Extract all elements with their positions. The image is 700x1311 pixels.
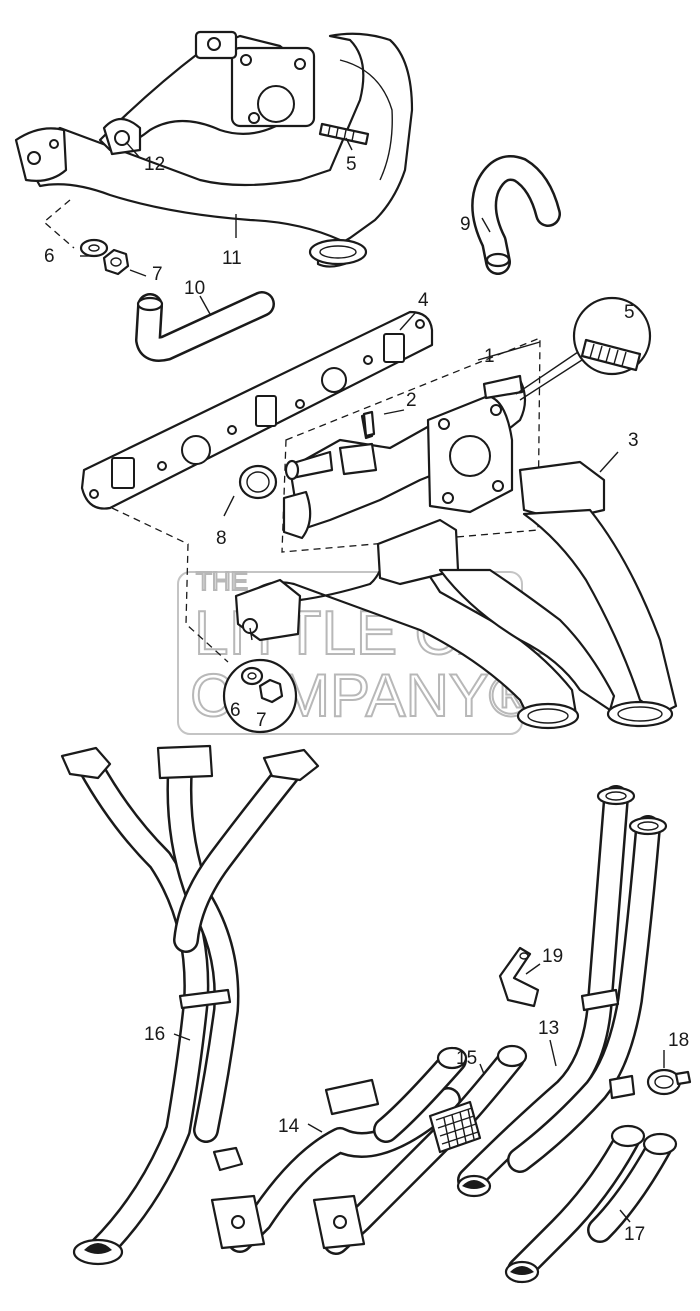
manifold-upper-11 — [14, 30, 414, 268]
callout-11: 11 — [222, 248, 242, 269]
callout-10: 10 — [184, 278, 205, 299]
hose-9 — [471, 155, 561, 275]
callout-7-upper: 7 — [152, 264, 163, 285]
ring-8 — [238, 464, 278, 500]
callout-5-upper: 5 — [346, 154, 357, 175]
callout-6-detail: 6 — [230, 700, 241, 721]
callout-2: 2 — [406, 390, 417, 411]
gasket-4 — [80, 310, 434, 510]
pipe-14-tail — [373, 1046, 468, 1143]
callout-7-detail: 7 — [256, 710, 267, 731]
stud-5-upper — [318, 122, 370, 146]
manifold-lower-1 — [282, 374, 527, 540]
flex-pipe-15 — [312, 1044, 528, 1255]
hose-10 — [135, 291, 275, 362]
tailpipe-13 — [456, 785, 668, 1198]
callout-8: 8 — [216, 528, 227, 549]
manifold-branch-3 — [234, 460, 678, 730]
leader-lines — [80, 137, 665, 1223]
callout-12: 12 — [144, 154, 165, 175]
washer-6-upper — [79, 238, 109, 258]
tailpipe-17 — [504, 1124, 678, 1284]
callout-9: 9 — [460, 214, 471, 235]
detail-circle-stud-5 — [515, 296, 652, 401]
callout-14: 14 — [278, 1116, 300, 1137]
detail-circle-washer-nut — [222, 627, 298, 734]
callout-13: 13 — [538, 1018, 559, 1039]
callout-6-upper: 6 — [44, 246, 55, 267]
callout-17: 17 — [624, 1224, 645, 1245]
callout-15: 15 — [456, 1048, 477, 1069]
callout-3: 3 — [628, 430, 639, 451]
nut-7-upper — [102, 248, 130, 276]
downpipe-16 — [60, 744, 320, 1266]
callout-5-detail: 5 — [624, 302, 635, 323]
callout-1: 1 — [484, 346, 495, 367]
callout-4: 4 — [418, 290, 429, 311]
pipe-14 — [210, 1078, 461, 1253]
watermark-line-1: THE — [196, 566, 248, 596]
clamp-18 — [646, 1068, 692, 1096]
callout-18: 18 — [668, 1030, 689, 1051]
bracket-19 — [498, 946, 540, 1008]
callout-16: 16 — [144, 1024, 165, 1045]
stud-2 — [362, 410, 376, 438]
callouts: 1 2 3 4 5 5 6 6 7 7 8 9 10 11 12 13 14 1… — [44, 154, 689, 1245]
callout-19: 19 — [542, 946, 563, 967]
